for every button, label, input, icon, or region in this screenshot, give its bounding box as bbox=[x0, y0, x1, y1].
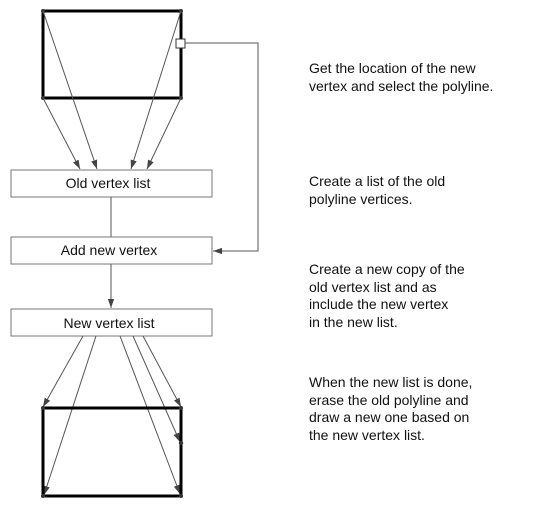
description-line: Create a new copy of the bbox=[309, 261, 465, 277]
description-line: the new vertex list. bbox=[309, 426, 425, 443]
new-vertex-list-box: New vertex list bbox=[10, 308, 213, 337]
add-new-vertex-box: Add new vertex bbox=[10, 236, 213, 265]
old-vertex-arrows bbox=[42, 10, 182, 170]
description-line: include the new vertex bbox=[309, 296, 449, 312]
add-new-vertex-label: Add new vertex bbox=[61, 242, 158, 258]
new-vertex-pick-marker bbox=[175, 38, 186, 49]
description-step-1: Get the location of the new vertex and s… bbox=[309, 60, 493, 95]
description-line: old vertex list and as bbox=[309, 278, 437, 295]
old-vertex-list-label: Old vertex list bbox=[66, 175, 151, 191]
description-line: vertex and select the polyline. bbox=[309, 77, 494, 94]
description-line: draw a new one based on bbox=[309, 409, 470, 425]
old-vertex-list-box: Old vertex list bbox=[10, 169, 213, 198]
new-vertex-arrows bbox=[42, 335, 182, 496]
description-step-3: Create a new copy of the old vertex list… bbox=[309, 261, 465, 331]
description-step-4: When the new list is done, erase the old… bbox=[309, 374, 472, 444]
new-vertex-list-label: New vertex list bbox=[63, 315, 154, 331]
description-line: erase the old polyline and bbox=[309, 391, 469, 408]
description-line: Create a list of the old bbox=[309, 173, 446, 189]
description-line: in the new list. bbox=[309, 313, 398, 330]
description-line: Get the location of the new bbox=[309, 60, 476, 76]
description-line: When the new list is done, bbox=[309, 374, 473, 390]
new-polyline bbox=[41, 406, 184, 498]
old-polyline bbox=[41, 9, 183, 100]
description-step-2: Create a list of the old polyline vertic… bbox=[309, 173, 445, 208]
new-vertex-feed-line bbox=[185, 42, 259, 255]
description-line: polyline vertices. bbox=[309, 190, 413, 207]
